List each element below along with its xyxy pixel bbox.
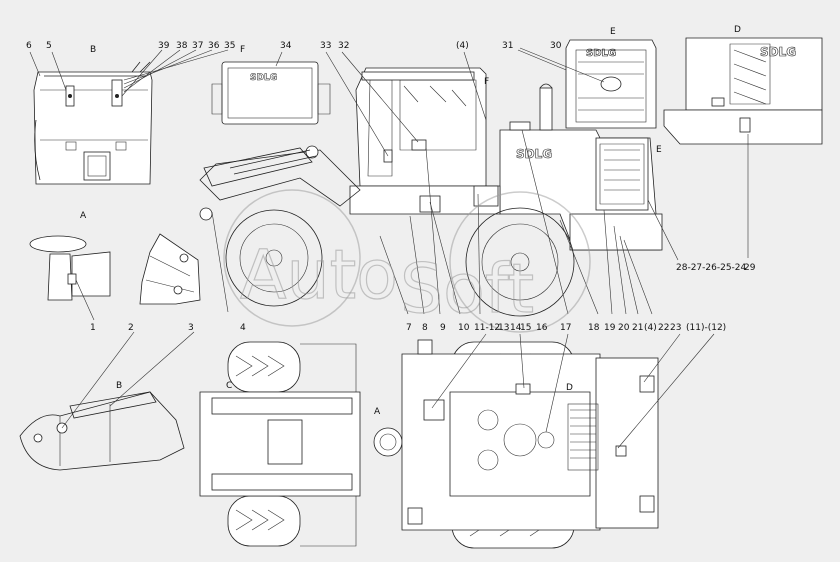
callout-bottom-6: 9 <box>440 323 446 333</box>
view-label-a2: A <box>374 407 381 417</box>
callout-bottom-18: (4) <box>644 323 657 333</box>
callout-top-6: 35 <box>224 41 235 51</box>
callout-bottom-20: 23 <box>670 323 681 333</box>
callout-bottom-16: 20 <box>618 323 630 333</box>
callouts-top: 6 5 39 38 37 36 35 34 33 32 (4) 31 30 <box>26 41 562 51</box>
view-label-f2: F <box>484 77 489 87</box>
callout-bottom-4: 7 <box>406 323 412 333</box>
view-label-c: C <box>226 381 232 391</box>
callout-top-8: 33 <box>320 41 331 51</box>
watermark-text-1: Auto <box>240 236 398 315</box>
view-label-e: E <box>610 27 616 37</box>
callout-top-2: 39 <box>158 41 170 51</box>
view-label-d: D <box>734 25 741 35</box>
view-label-b2: B <box>116 381 122 391</box>
callout-top-3: 38 <box>176 41 188 51</box>
loader-side-view <box>139 49 679 317</box>
view-e-grille <box>519 39 657 129</box>
callout-bottom-5: 8 <box>422 323 428 333</box>
brand-decal-grille: SDLG <box>586 48 616 59</box>
callout-bottom-1: 2 <box>128 323 134 333</box>
callout-top-0: 6 <box>26 41 32 51</box>
callout-bottom-9: 13 <box>498 323 509 333</box>
view-label-a: A <box>80 211 87 221</box>
view-c-arm-detail <box>19 331 195 471</box>
watermark-text-2: Soft <box>400 250 534 329</box>
callout-bottom-17: 21 <box>632 323 643 333</box>
callout-top-7: 34 <box>280 41 292 51</box>
callout-28-24: 28-27-26-25-24 <box>676 263 747 273</box>
callout-bottom-8: 11-12 <box>474 323 500 333</box>
callout-bottom-3: 4 <box>240 323 246 333</box>
callout-bottom-19: 22 <box>658 323 669 333</box>
autosoft-watermark: Auto Soft <box>223 189 591 333</box>
callout-top-12: 30 <box>550 41 562 51</box>
view-f-roof <box>211 51 331 125</box>
view-d-panel <box>663 37 823 258</box>
view-b-cab <box>29 49 229 185</box>
callout-top-4: 37 <box>192 41 203 51</box>
callout-bottom-12: 16 <box>536 323 548 333</box>
view-label-e2: E <box>656 145 662 155</box>
brand-decal-roof: SDLG <box>250 73 277 83</box>
callout-bottom-15: 19 <box>604 323 616 333</box>
callout-bottom-11: 15 <box>520 323 531 333</box>
brand-decal-side: SDLG <box>516 147 552 161</box>
view-a-steering <box>29 235 111 321</box>
callout-top-5: 36 <box>208 41 220 51</box>
callout-bottom-2: 3 <box>188 323 194 333</box>
view-label-f: F <box>240 45 245 55</box>
callout-bottom-13: 17 <box>560 323 571 333</box>
callout-bottom-21: (11)-(12) <box>686 323 726 333</box>
callout-top-11: 31 <box>502 41 513 51</box>
callout-bottom-10: 14 <box>510 323 522 333</box>
callout-29: 29 <box>744 263 756 273</box>
brand-decal-panel: SDLG <box>760 45 796 59</box>
view-label-b: B <box>90 45 96 55</box>
callout-bottom-14: 18 <box>588 323 600 333</box>
callout-top-10: (4) <box>456 41 469 51</box>
callout-top-9: 32 <box>338 41 349 51</box>
callout-top-1: 5 <box>46 41 52 51</box>
loader-top-view <box>199 333 715 549</box>
callout-bottom-7: 10 <box>458 323 470 333</box>
callout-bottom-0: 1 <box>90 323 96 333</box>
view-label-d2: D <box>566 383 573 393</box>
